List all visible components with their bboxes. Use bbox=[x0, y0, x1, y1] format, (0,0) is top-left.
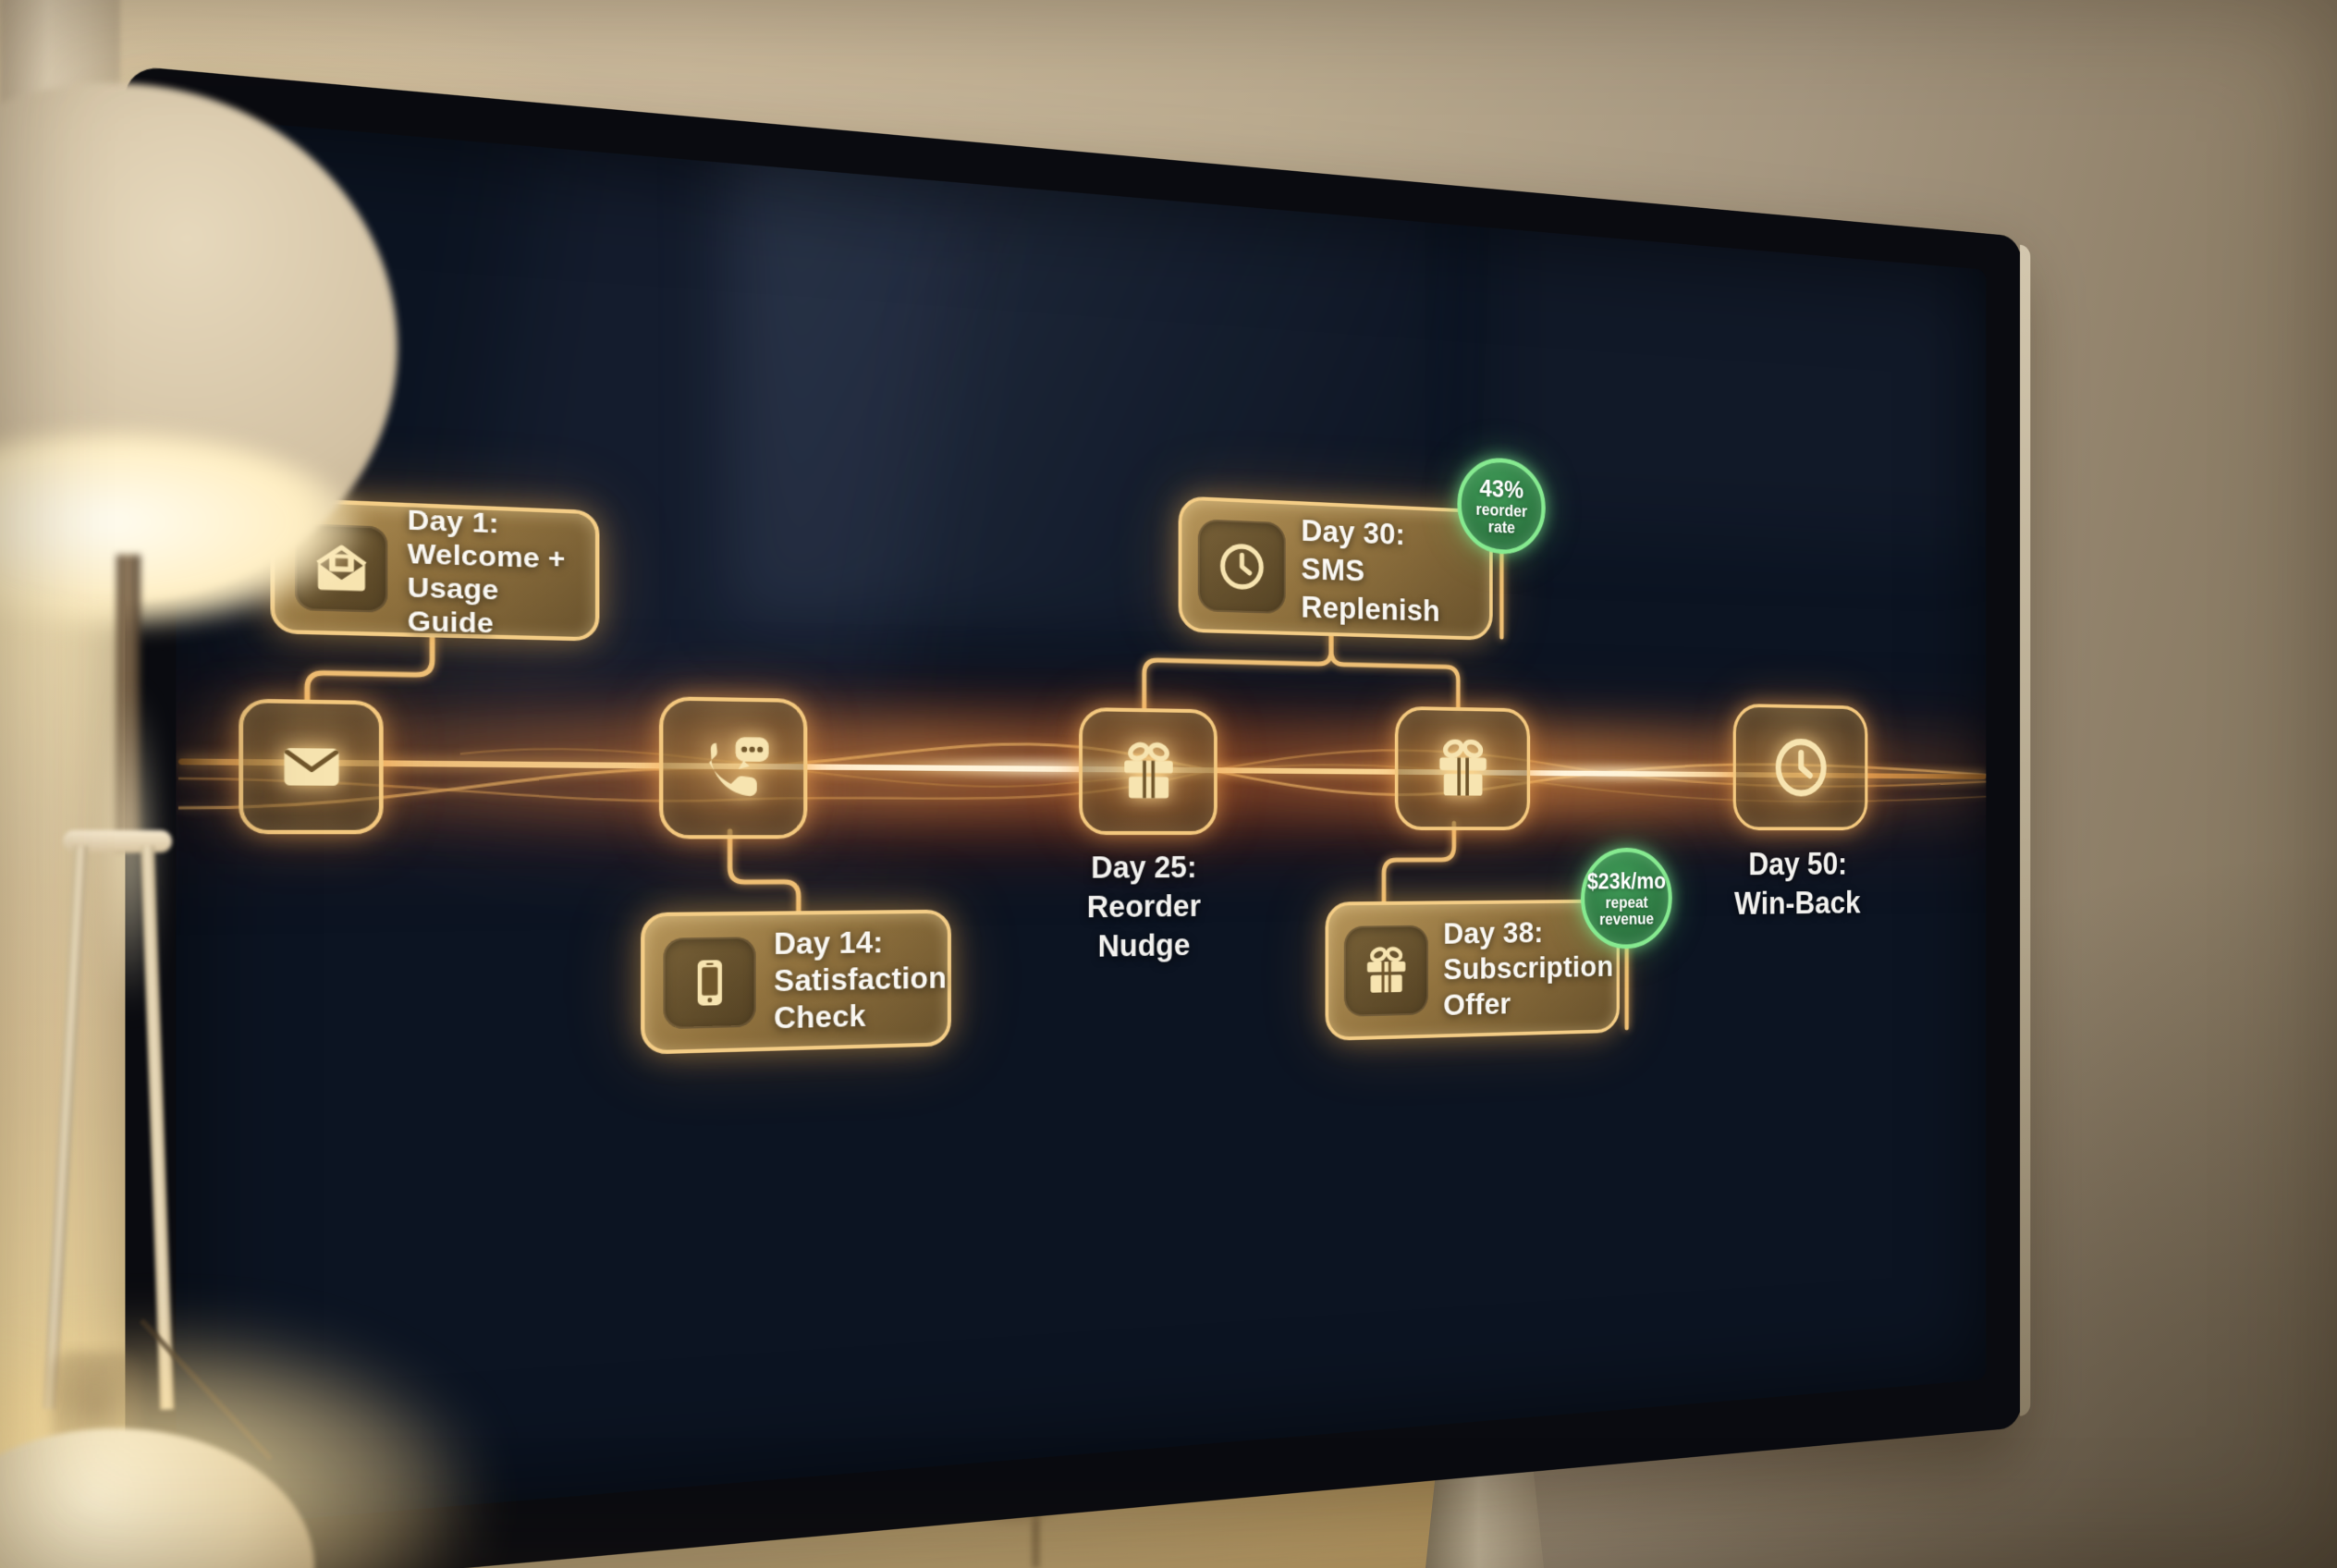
label-line: Welcome + bbox=[407, 536, 566, 574]
lamp-neck bbox=[0, 0, 120, 213]
clock-icon bbox=[1768, 729, 1833, 804]
label-line: Offer bbox=[1443, 986, 1511, 1023]
badge-label: reorder bbox=[1475, 499, 1528, 521]
connector-day30-right bbox=[1331, 636, 1458, 707]
smartphone-icon bbox=[663, 936, 756, 1029]
label-line: SMS Replenish bbox=[1301, 551, 1440, 629]
flow-node-day1-label: Day 1: Welcome + Usage Guide bbox=[408, 502, 577, 641]
mail-icon bbox=[277, 747, 347, 786]
label-line: Win-Back bbox=[1734, 885, 1861, 922]
label-line: Satisfaction bbox=[774, 960, 947, 998]
label-line: Reorder bbox=[1086, 888, 1201, 925]
lamp-vent-glow bbox=[4, 172, 115, 231]
clock-icon bbox=[1197, 518, 1286, 614]
label-line: Check bbox=[774, 998, 866, 1035]
flow-tile-day25[interactable] bbox=[1079, 706, 1217, 836]
flow-node-day50-label[interactable]: Day 50: Win-Back bbox=[1707, 845, 1887, 925]
label-line: Day 25: bbox=[1091, 849, 1197, 885]
flow-node-day14[interactable]: Day 14: Satisfaction Check bbox=[641, 909, 951, 1055]
label-line: Day 50: bbox=[1748, 846, 1847, 882]
badge-value: 43% bbox=[1479, 474, 1524, 504]
label-line: Day 30: bbox=[1301, 512, 1406, 552]
flow-node-day1[interactable]: Day 1: Welcome + Usage Guide bbox=[270, 496, 600, 642]
lamp-leg bbox=[42, 845, 88, 1410]
flow-node-day30[interactable]: Day 30: SMS Replenish bbox=[1178, 496, 1493, 641]
connector-day1 bbox=[307, 634, 432, 702]
monitor-edge-highlight bbox=[2019, 244, 2031, 1416]
connector-day14 bbox=[730, 831, 799, 912]
lamp-vents bbox=[7, 118, 111, 211]
screen: Day 1: Welcome + Usage Guide bbox=[176, 116, 1987, 1529]
flow-node-day38[interactable]: Day 38: Subscription Offer bbox=[1325, 899, 1621, 1041]
badge-label: repeat bbox=[1605, 893, 1648, 912]
phone-chat-icon bbox=[709, 737, 769, 797]
gift-icon bbox=[1114, 736, 1182, 807]
monitor-bezel: Day 1: Welcome + Usage Guide bbox=[125, 65, 2031, 1568]
flow-node-day25-label[interactable]: Day 25: Reorder Nudge bbox=[1034, 848, 1251, 967]
badge-value: $23k/mo bbox=[1586, 868, 1667, 894]
flow-node-day30-label: Day 30: SMS Replenish bbox=[1301, 511, 1474, 631]
flow-connectors bbox=[176, 116, 1986, 1529]
flow-tile-day38[interactable] bbox=[1394, 705, 1531, 831]
flow-tile-day14[interactable] bbox=[658, 696, 808, 839]
journey-flow-diagram: Day 1: Welcome + Usage Guide bbox=[176, 116, 1987, 1529]
flow-node-day38-label: Day 38: Subscription Offer bbox=[1443, 913, 1613, 1023]
flow-tile-day50[interactable] bbox=[1732, 703, 1868, 831]
label-line: Subscription bbox=[1443, 949, 1614, 986]
mail-open-icon bbox=[295, 522, 388, 613]
monitor: Day 1: Welcome + Usage Guide bbox=[125, 65, 2031, 1568]
label-line: Day 14: bbox=[774, 925, 884, 961]
gift-icon bbox=[1430, 733, 1496, 805]
flow-tile-day1[interactable] bbox=[239, 698, 384, 835]
badge-label: rate bbox=[1487, 517, 1515, 537]
gift-icon bbox=[1343, 925, 1429, 1017]
label-line: Nudge bbox=[1097, 927, 1191, 963]
badge-label: revenue bbox=[1599, 909, 1654, 928]
monitor-stand bbox=[1425, 1468, 1544, 1568]
label-line: Usage Guide bbox=[407, 570, 499, 639]
flow-node-day14-label: Day 14: Satisfaction Check bbox=[774, 924, 947, 1037]
connector-day38 bbox=[1384, 823, 1454, 901]
connector-day30-left bbox=[1144, 631, 1331, 712]
